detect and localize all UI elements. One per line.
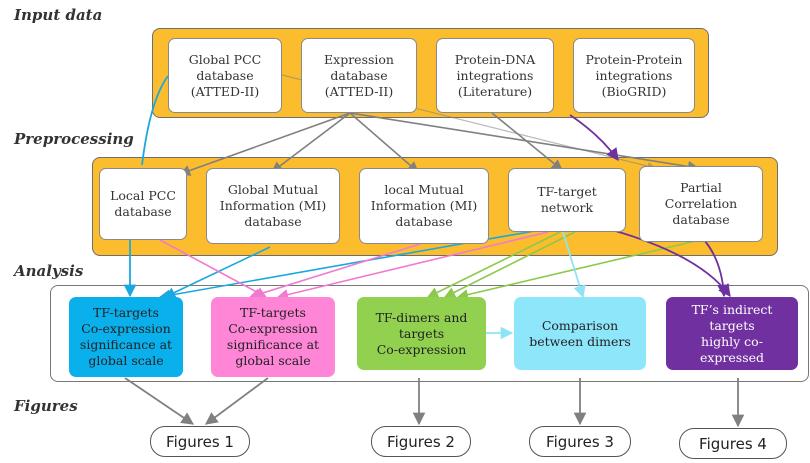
edge-expression-to-local-pcc xyxy=(178,112,351,176)
edge-tf-target-to-comparison xyxy=(562,231,586,299)
edge-expression-to-global-mi xyxy=(271,112,351,173)
node-tf-targets-pcc: TF-targets Co-expression significance at… xyxy=(69,297,183,377)
edge-tf-target-to-dimers xyxy=(426,231,561,298)
node-local-pcc: Local PCC database xyxy=(99,168,187,240)
node-local-mi: local Mutual Information (MI) database xyxy=(359,168,489,244)
node-figures-2: Figures 2 xyxy=(371,426,471,457)
section-label-figures: Figures xyxy=(14,397,78,415)
edge-local-pcc-to-analysis2 xyxy=(159,239,267,298)
node-tf-targets-mi: TF-targets Co-expression significance at… xyxy=(211,297,335,377)
edge-partial-to-indirect xyxy=(704,240,730,298)
edge-global-mi-to-analysis1 xyxy=(163,246,271,298)
node-tf-dimers: TF-dimers and targets Co-expression xyxy=(357,297,486,370)
edge-local-mi-to-analysis2 xyxy=(248,243,421,300)
node-indirect-targets: TF’s indirect targets highly co-expresse… xyxy=(666,297,798,370)
edge-tf-target-to-dimers-2 xyxy=(443,231,576,298)
node-comparison: Comparison between dimers xyxy=(514,297,646,370)
section-label-preprocessing: Preprocessing xyxy=(14,130,134,148)
node-protein-protein: Protein-Protein integrations (BioGRID) xyxy=(573,38,695,113)
edge-tf-target-to-analysis2 xyxy=(276,231,549,301)
edge-protein-protein-to-tf-target xyxy=(569,114,619,162)
edge-protein-dna-to-tf-target xyxy=(491,112,563,171)
section-label-input: Input data xyxy=(14,6,103,24)
edge-analysis2-to-figures1 xyxy=(204,377,269,425)
node-figures-1: Figures 1 xyxy=(150,426,250,457)
edge-partial-to-dimers xyxy=(456,239,701,301)
node-protein-dna: Protein-DNA integrations (Literature) xyxy=(436,38,554,113)
edge-global-pcc-to-local-pcc xyxy=(141,75,169,166)
node-expression: Expression database (ATTED-II) xyxy=(301,38,417,113)
node-global-mi: Global Mutual Information (MI) database xyxy=(206,168,340,244)
edge-expression-to-partial-correlation xyxy=(349,112,700,172)
node-global-pcc: Global PCC database (ATTED-II) xyxy=(168,38,282,113)
node-partial-correlation: Partial Correlation database xyxy=(639,166,763,242)
node-figures-3: Figures 3 xyxy=(529,426,631,457)
node-figures-4: Figures 4 xyxy=(679,428,787,459)
edge-analysis1-to-figures1 xyxy=(124,377,195,425)
node-tf-target-network: TF-target network xyxy=(508,168,626,232)
section-label-analysis: Analysis xyxy=(14,262,84,280)
edge-expression-to-local-mi xyxy=(349,112,419,173)
